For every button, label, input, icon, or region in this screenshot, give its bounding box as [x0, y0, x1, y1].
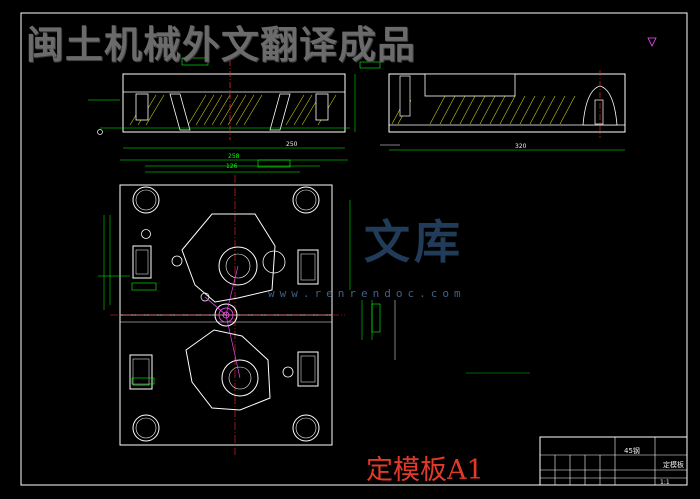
- roughness-symbol: [647, 37, 657, 47]
- dim-top-view-width: 250: [286, 141, 298, 148]
- section-view-left: [88, 57, 381, 149]
- title-block-material: 45钢: [624, 447, 640, 455]
- plan-view-main: [98, 159, 396, 455]
- dim-side-width: 320: [515, 143, 527, 150]
- drawing-title: 定模板A1: [366, 455, 484, 486]
- title-block: [539, 436, 688, 486]
- title-block-scale: 1:1: [660, 479, 670, 486]
- dim-main-width: 258: [228, 153, 240, 160]
- watermark-title: 闽土机械外文翻译成品: [26, 23, 417, 67]
- watermark-url: www.renrendoc.com: [268, 287, 466, 300]
- title-block-name: 定模板: [663, 461, 684, 469]
- watermark-logo: 文库: [364, 215, 464, 269]
- side-view-right: [380, 70, 626, 151]
- dim-main-width-inner: 126: [226, 163, 238, 170]
- drawing-border: [20, 12, 688, 486]
